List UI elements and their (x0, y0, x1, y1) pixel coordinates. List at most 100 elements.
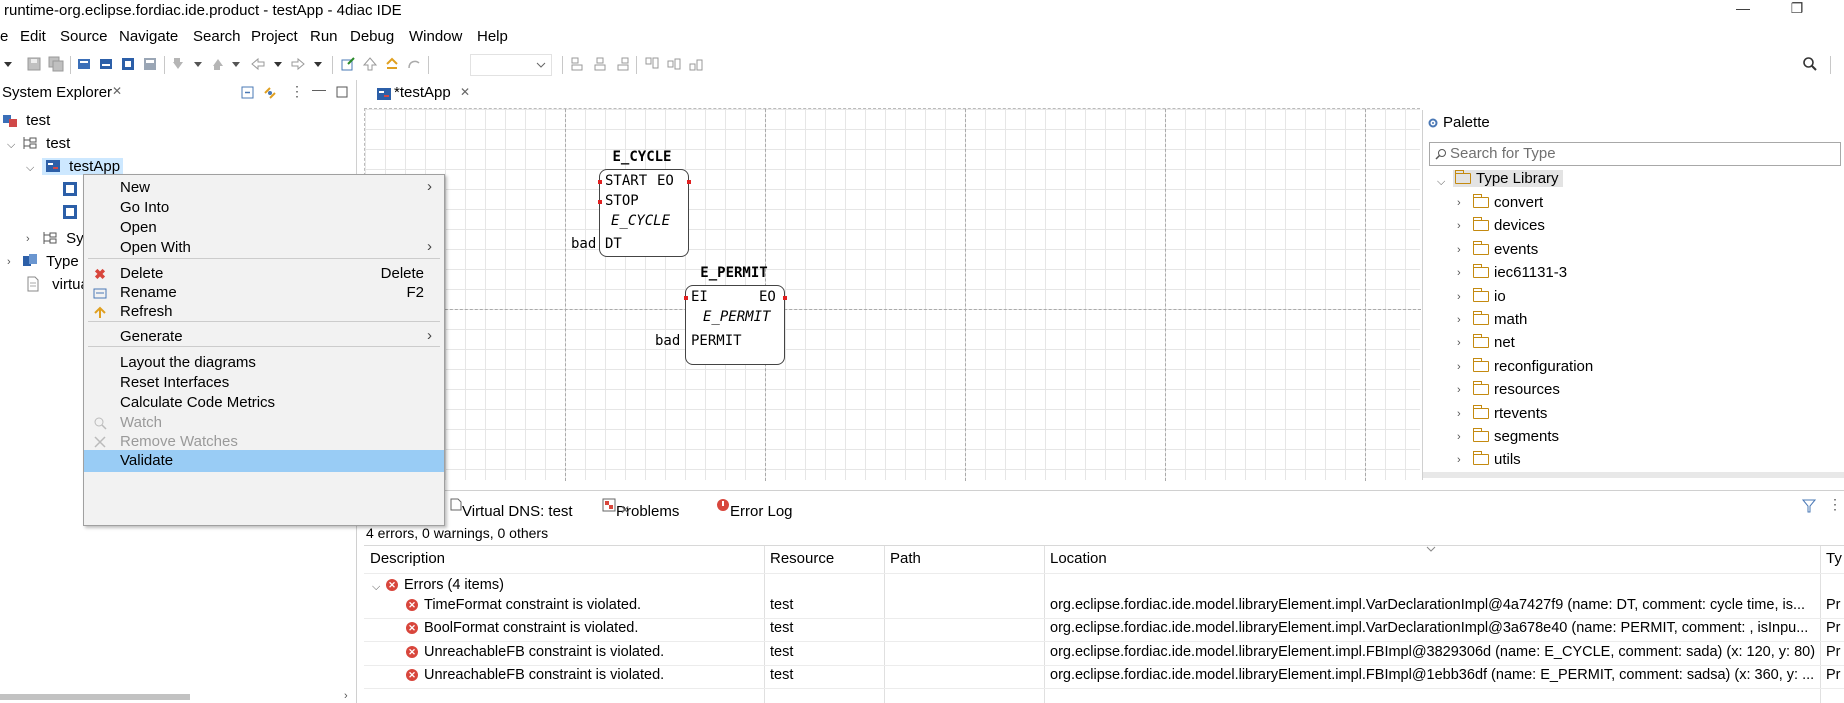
problem-resource[interactable]: test (770, 620, 794, 636)
input-parameter-value[interactable]: bad (571, 236, 597, 252)
next-annotation-icon[interactable] (170, 56, 186, 72)
menu-debug[interactable]: Debug (350, 28, 395, 45)
dropdown-arrow-icon[interactable] (230, 56, 242, 72)
chevron-down-icon[interactable]: ⌵ (1437, 176, 1446, 188)
menu-item-validate[interactable]: Validate (84, 450, 444, 472)
palette-folder-devices[interactable]: devices (1473, 217, 1545, 234)
align-right-icon[interactable] (614, 56, 630, 72)
problem-location[interactable]: org.eclipse.fordiac.ide.model.libraryEle… (1050, 667, 1815, 683)
prev-annotation-icon[interactable] (210, 56, 226, 72)
column-header-type[interactable]: Ty (1826, 550, 1842, 567)
menu-item-refresh[interactable]: Refresh (84, 301, 444, 323)
chevron-right-icon[interactable]: › (1457, 337, 1461, 349)
tab-problems[interactable]: Problems ✕ (602, 497, 679, 520)
column-header-description[interactable]: Description (370, 550, 446, 567)
fb-instance-name[interactable]: E_PERMIT (700, 265, 768, 281)
chevron-right-icon[interactable]: › (1457, 291, 1461, 303)
column-header-location[interactable]: Location (1050, 550, 1107, 567)
palette-folder-reconfiguration[interactable]: reconfiguration (1473, 358, 1593, 375)
palette-folder-segments[interactable]: segments (1473, 428, 1559, 445)
minimize-button[interactable]: — (1736, 0, 1750, 16)
problem-type[interactable]: Pr (1826, 644, 1841, 660)
data-input-port[interactable]: DT (605, 236, 622, 252)
dropdown-arrow-icon[interactable] (192, 56, 204, 72)
problem-location[interactable]: org.eclipse.fordiac.ide.model.libraryEle… (1050, 644, 1816, 660)
new-application-icon[interactable] (98, 56, 114, 72)
tab-virtual-dns[interactable]: Virtual DNS: test (450, 497, 573, 520)
problem-description[interactable]: ✕TimeFormat constraint is violated. (406, 597, 760, 613)
problem-description[interactable]: ✕UnreachableFB constraint is violated. (406, 644, 760, 660)
menu-item-open-with[interactable]: Open With› (84, 237, 444, 259)
problem-resource[interactable]: test (770, 597, 794, 613)
align-middle-icon[interactable] (666, 56, 682, 72)
align-left-icon[interactable] (570, 56, 586, 72)
restore-button[interactable]: ❐ (1790, 0, 1804, 16)
problem-location[interactable]: org.eclipse.fordiac.ide.model.libraryEle… (1050, 597, 1806, 613)
problem-type[interactable]: Pr (1826, 597, 1841, 613)
data-input-port[interactable]: PERMIT (691, 333, 742, 349)
menu-edit[interactable]: Edit (20, 28, 46, 45)
chevron-right-icon[interactable]: › (26, 233, 30, 245)
chevron-down-icon[interactable]: ⌵ (26, 162, 35, 174)
filter-icon[interactable] (1802, 499, 1816, 513)
menu-item-reset-interfaces[interactable]: Reset Interfaces (84, 372, 444, 394)
problem-resource[interactable]: test (770, 644, 794, 660)
menu-item-layout-the-diagrams[interactable]: Layout the diagrams (84, 352, 444, 374)
close-icon[interactable]: ✕ (112, 84, 123, 98)
fb-instance-icon[interactable] (62, 181, 78, 197)
menu-run[interactable]: Run (310, 28, 338, 45)
chevron-down-icon[interactable]: ⌵ (372, 581, 381, 593)
close-icon[interactable]: ✕ (460, 85, 471, 99)
problem-location[interactable]: org.eclipse.fordiac.ide.model.libraryEle… (1050, 620, 1809, 636)
menu-source[interactable]: Source (60, 28, 108, 45)
dropdown-arrow-icon[interactable] (312, 56, 324, 72)
palette-folder-iec61131-3[interactable]: iec61131-3 (1473, 264, 1567, 281)
scroll-right-icon[interactable]: › (344, 690, 348, 702)
tree-item-type-library[interactable]: Type L (22, 253, 91, 270)
dropdown-arrow-icon[interactable] (2, 56, 14, 72)
align-top-icon[interactable] (644, 56, 660, 72)
maximize-icon[interactable] (336, 86, 348, 98)
palette-folder-events[interactable]: events (1473, 241, 1538, 258)
palette-folder-io[interactable]: io (1473, 288, 1506, 305)
new-system-icon[interactable] (76, 56, 92, 72)
minimize-icon[interactable]: — (312, 81, 326, 97)
palette-root-type-library[interactable]: Type Library (1453, 170, 1563, 187)
chevron-right-icon[interactable]: › (1457, 220, 1461, 232)
collapse-all-icon[interactable] (240, 85, 256, 101)
palette-folder-utils[interactable]: utils (1473, 451, 1521, 468)
new-type-icon[interactable] (142, 56, 158, 72)
chevron-right-icon[interactable]: › (1457, 314, 1461, 326)
menu-item-open[interactable]: Open (84, 217, 444, 239)
chevron-right-icon[interactable]: › (1457, 454, 1461, 466)
menu-item-new[interactable]: New› (84, 177, 444, 199)
menu-item-calculate-code-metrics[interactable]: Calculate Code Metrics (84, 392, 444, 414)
menu-window[interactable]: Window (409, 28, 463, 45)
new-fbtype-icon[interactable] (120, 56, 136, 72)
palette-folder-math[interactable]: math (1473, 311, 1527, 328)
problem-type[interactable]: Pr (1826, 620, 1841, 636)
event-input-port[interactable]: STOP (605, 193, 639, 209)
application-editor-canvas[interactable]: E_CYCLE START STOP EO E_CYCLE DT bad E_P… (364, 108, 1421, 481)
chevron-right-icon[interactable]: › (1457, 361, 1461, 373)
horizontal-scrollbar-thumb[interactable] (0, 694, 190, 700)
align-bottom-icon[interactable] (688, 56, 704, 72)
view-title[interactable]: System Explorer (2, 84, 113, 101)
problem-description[interactable]: ✕UnreachableFB constraint is violated. (406, 667, 760, 683)
palette-scrollbar[interactable] (1423, 472, 1844, 478)
menu-file[interactable]: e (0, 28, 9, 45)
chevron-right-icon[interactable]: › (1457, 197, 1461, 209)
chevron-right-icon[interactable]: › (7, 256, 11, 268)
event-input-port[interactable]: START (605, 173, 648, 189)
view-menu-icon[interactable]: ⋮ (290, 83, 304, 99)
fb-instance-icon[interactable] (62, 204, 78, 220)
link-with-editor-icon[interactable] (262, 85, 278, 101)
problem-description[interactable]: ✕BoolFormat constraint is violated. (406, 620, 760, 636)
edit-icon[interactable] (340, 56, 356, 72)
dropdown-arrow-icon[interactable] (272, 56, 284, 72)
back-icon[interactable] (250, 56, 266, 72)
input-parameter-value[interactable]: bad (655, 333, 681, 349)
palette-search-input[interactable]: Search for Type (1429, 142, 1841, 166)
menu-item-generate[interactable]: Generate› (84, 326, 444, 348)
